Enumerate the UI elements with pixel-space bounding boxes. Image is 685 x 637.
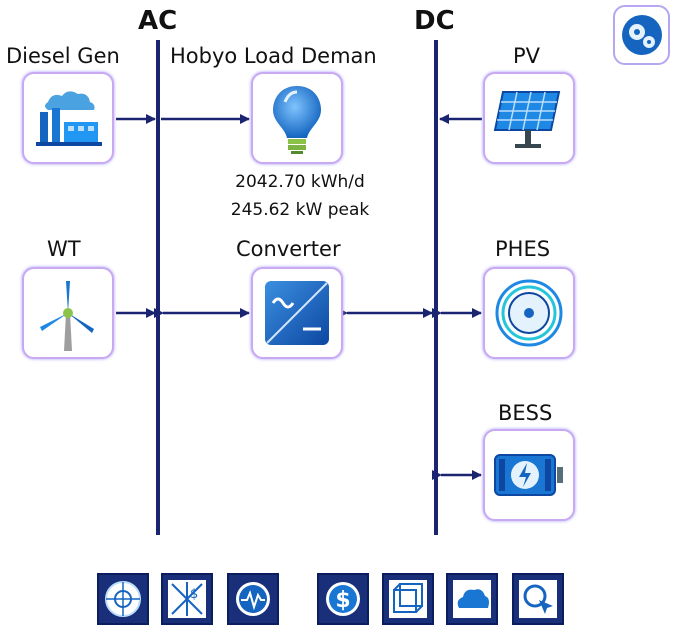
toolbar-waveform-button[interactable] [227, 573, 279, 625]
phes-label: PHES [495, 237, 551, 261]
load-peak: 245.62 kW peak [230, 200, 370, 220]
solar-panel-icon [493, 91, 561, 148]
waveform-icon [236, 582, 270, 616]
load-energy: 2042.70 kWh/d [235, 172, 365, 192]
pv-label: PV [513, 44, 541, 68]
diesel-gen-label: Diesel Gen [6, 44, 120, 68]
toolbar-search-arrow-button[interactable] [512, 573, 564, 625]
converter-label: Converter [236, 237, 341, 261]
sensitivity-icon: $ [168, 580, 206, 618]
toolbar-cloud-button[interactable] [446, 573, 498, 625]
cube-icon [389, 580, 427, 618]
search-arrow-icon [519, 580, 557, 618]
toolbar-sensitivity-button[interactable]: $ [161, 573, 213, 625]
wt-label: WT [47, 237, 81, 261]
toolbar-dollar-button[interactable]: $ [317, 573, 369, 625]
battery-icon [494, 454, 563, 496]
wt-tile[interactable] [22, 267, 114, 359]
gears-icon [622, 15, 662, 55]
bess-label: BESS [498, 401, 553, 425]
phes-tile[interactable] [483, 267, 575, 359]
load-label: Hobyo Load Deman [170, 44, 377, 68]
dc-bus-label: DC [414, 6, 455, 36]
compass-icon [105, 581, 141, 617]
converter-icon [265, 281, 329, 345]
wind-turbine-icon [40, 281, 94, 351]
diesel-gen-tile[interactable] [22, 72, 114, 164]
ac-bus-label: AC [138, 6, 178, 36]
cloud-icon [453, 580, 491, 618]
dollar-icon: $ [326, 582, 360, 616]
pumped-hydro-icon [495, 279, 563, 347]
load-info: 2042.70 kWh/d 245.62 kW peak [188, 168, 412, 224]
svg-text:$: $ [335, 588, 350, 613]
svg-text:$: $ [190, 587, 198, 602]
bess-tile[interactable] [483, 429, 575, 521]
converter-tile[interactable] [251, 267, 343, 359]
pv-tile[interactable] [483, 72, 575, 164]
load-tile[interactable] [251, 72, 343, 164]
settings-button[interactable] [613, 5, 670, 65]
lightbulb-icon [273, 86, 321, 154]
toolbar-compass-button[interactable] [97, 573, 149, 625]
diesel-generator-icon [36, 91, 102, 146]
toolbar-cube-button[interactable] [382, 573, 434, 625]
